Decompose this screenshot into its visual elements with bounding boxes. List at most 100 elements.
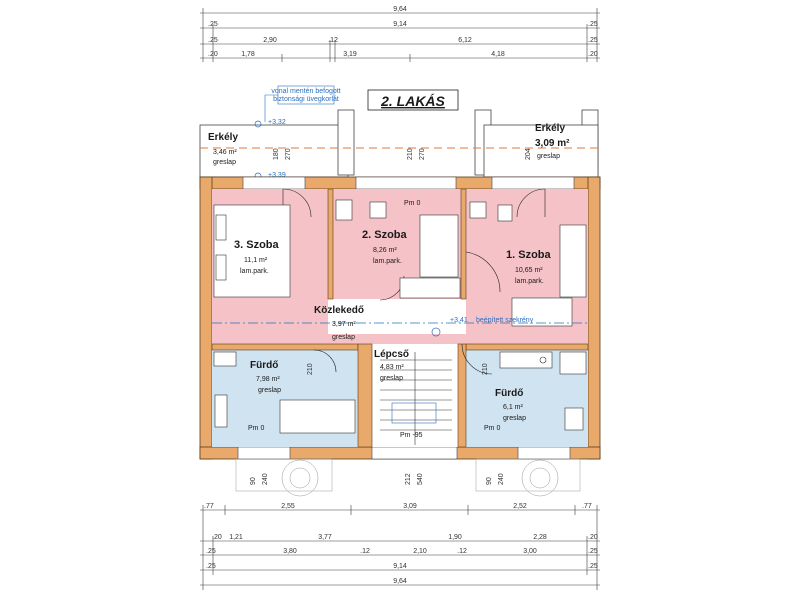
level-mark-3 xyxy=(431,327,441,337)
szoba2-area: 8,26 m² xyxy=(373,247,397,254)
dim-bot-r1f: .20 xyxy=(588,534,598,541)
erkely-right-name: Erkély xyxy=(535,123,565,134)
dim-bot-r1c: 3,77 xyxy=(318,534,332,541)
kozlekedo-floor: greslap xyxy=(332,334,355,341)
dim-bot-r3b: 9,14 xyxy=(393,563,407,570)
szoba3-floor: lam.park. xyxy=(240,268,269,275)
dim-bot-r0a: .77 xyxy=(204,503,214,510)
dim-bot-r3c: .25 xyxy=(588,563,598,570)
dim-bot-r2a: .25 xyxy=(206,548,216,555)
lepcso-floor: greslap xyxy=(380,375,403,382)
level-balcony-left-low: +3,39 xyxy=(268,172,286,179)
dim-top-r3c: .12 xyxy=(328,37,338,44)
furniture xyxy=(213,199,587,434)
top-windows xyxy=(242,176,575,190)
furdo-right-name: Fürdő xyxy=(495,388,523,399)
furdo-right-area: 6,1 m² xyxy=(503,404,524,411)
dim-bot-r2b: 3,80 xyxy=(283,548,297,555)
erkely-left-floor: greslap xyxy=(213,159,236,166)
dim-bot-r2e: .12 xyxy=(457,548,467,555)
door-dim-5: 204 xyxy=(525,148,532,160)
balcony-left xyxy=(199,124,349,178)
dim-bot-r2d: 2,10 xyxy=(413,548,427,555)
dim-bot-total: 9,64 xyxy=(393,578,407,585)
dim-top-r2c: .25 xyxy=(588,21,598,28)
bottom-dimensions xyxy=(200,505,600,590)
dim-top-r4e: .20 xyxy=(588,51,598,58)
lepcso-area: 4,83 m² xyxy=(380,364,404,371)
inner-walls xyxy=(211,188,589,448)
dim-top-r4d: 4,18 xyxy=(491,51,505,58)
dim-top-r3a: .25 xyxy=(208,37,218,44)
bottom-windows xyxy=(237,446,571,460)
dim-top-r3e: .25 xyxy=(588,37,598,44)
szoba1-name: 1. Szoba xyxy=(506,249,552,261)
kozlekedo-name: Közlekedő xyxy=(314,305,364,316)
furdo-left-floor: greslap xyxy=(258,387,281,394)
balcony-left-rail xyxy=(337,109,355,176)
door-dim-9: 240 xyxy=(262,473,269,485)
dim-top-total: 9,64 xyxy=(393,6,407,13)
pm-stair: Pm -95 xyxy=(400,432,423,439)
glass-note-2: biztonsági üvegkorlát xyxy=(273,96,339,103)
dim-bot-r2c: .12 xyxy=(360,548,370,555)
dim-bot-r2g: .25 xyxy=(588,548,598,555)
top-dimensions xyxy=(200,8,600,62)
dim-top-r4c: 3,19 xyxy=(343,51,357,58)
title-box xyxy=(367,89,459,111)
door-dim-7: 210 xyxy=(482,363,489,375)
szoba1-floor: lam.park. xyxy=(515,278,544,285)
dim-top-r3b: 2,90 xyxy=(263,37,277,44)
dim-bot-r1a: .20 xyxy=(212,534,222,541)
szoba3-name: 3. Szoba xyxy=(234,239,280,251)
szoba2-floor: lam.park. xyxy=(373,258,402,265)
plan-title: 2. LAKÁS xyxy=(380,93,445,109)
furdo-right-pm: Pm 0 xyxy=(484,425,500,432)
dim-bot-r0c: 3,09 xyxy=(403,503,417,510)
door-dim-12: 90 xyxy=(486,477,493,485)
door-dim-3: 210 xyxy=(407,148,414,160)
door-dim-11: 540 xyxy=(417,473,424,485)
lepcso-name: Lépcső xyxy=(374,349,409,360)
dim-top-r4b: 1,78 xyxy=(241,51,255,58)
door-dim-13: 240 xyxy=(498,473,505,485)
dim-bot-r2f: 3,00 xyxy=(523,548,537,555)
sink-drain xyxy=(539,356,547,364)
door-dimensions: 180 270 210 270 204 210 210 90 240 212 5… xyxy=(250,148,532,485)
erkely-right-floor: greslap xyxy=(537,153,560,160)
kozlekedo-area: 3,97 m² xyxy=(332,321,356,328)
glass-note-1: vonal mentén befogott xyxy=(271,88,340,95)
furdo-left-pm: Pm 0 xyxy=(248,425,264,432)
erkely-right-area: 3,09 m² xyxy=(535,138,570,149)
dim-bot-r1d: 1,90 xyxy=(448,534,462,541)
szoba2-name: 2. Szoba xyxy=(362,229,408,241)
level-corridor: +3,41 xyxy=(450,317,468,324)
furdo-left-area: 7,98 m² xyxy=(256,376,280,383)
pm-top: Pm 0 xyxy=(404,200,420,207)
glass-note-leader xyxy=(264,94,278,122)
door-dim-8: 90 xyxy=(250,477,257,485)
level-balcony-left: +3,32 xyxy=(268,119,286,126)
room-kozlekedo-strip xyxy=(212,334,588,344)
door-dim-2: 270 xyxy=(285,148,292,160)
dim-top-r3d: 6,12 xyxy=(458,37,472,44)
erkely-left-name: Erkély xyxy=(208,132,238,143)
dim-bot-r3a: .25 xyxy=(206,563,216,570)
szoba3-area: 11,1 m² xyxy=(244,257,268,264)
dim-top-r2a: .25 xyxy=(208,21,218,28)
door-dim-10: 212 xyxy=(405,473,412,485)
stair-mark xyxy=(391,402,437,424)
dim-bot-r1e: 2,28 xyxy=(533,534,547,541)
dim-top-r2b: 9,14 xyxy=(393,21,407,28)
erkely-left-area: 3,46 m² xyxy=(213,149,237,156)
dim-bot-r1b: 1,21 xyxy=(229,534,243,541)
outdoor-plants xyxy=(235,458,581,497)
beepitett-label: beépített szekrény xyxy=(476,317,534,324)
furdo-left-name: Fürdő xyxy=(250,360,278,371)
dim-top-r4a: .20 xyxy=(208,51,218,58)
level-mark-1 xyxy=(254,120,262,128)
door-dim-4: 270 xyxy=(419,148,426,160)
door-dim-1: 180 xyxy=(273,148,280,160)
furdo-right-floor: greslap xyxy=(503,415,526,422)
